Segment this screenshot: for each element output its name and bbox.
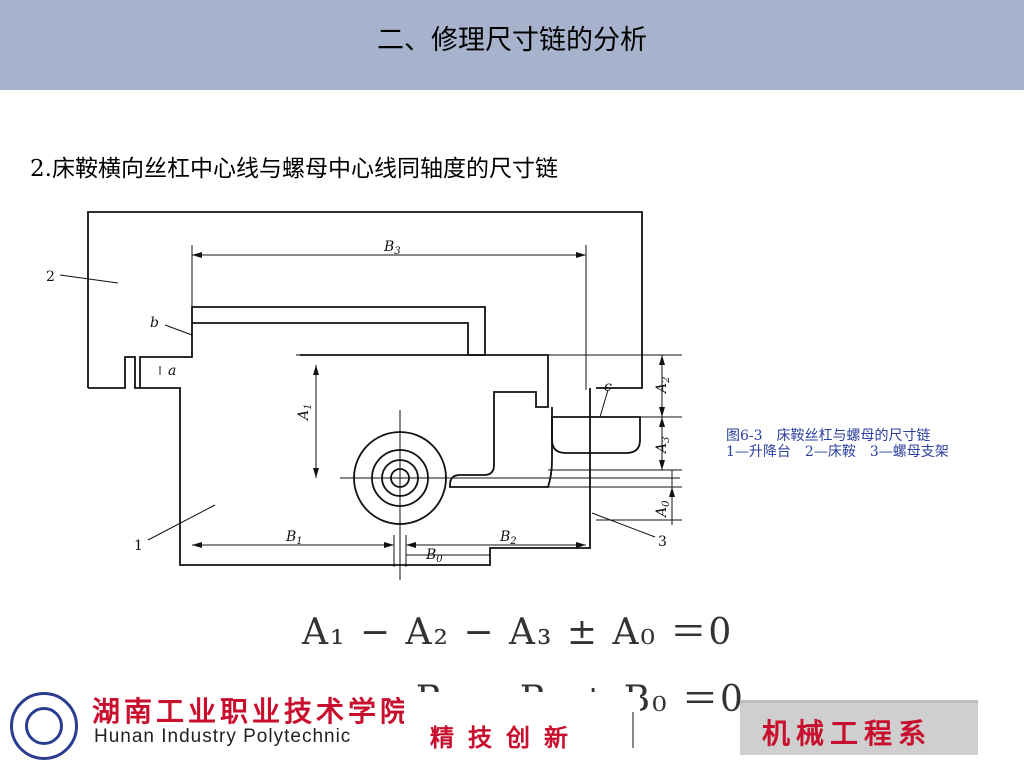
- department-name: 机械工程系: [762, 717, 933, 750]
- dim-b0-label: B0: [425, 547, 443, 565]
- nut-bracket: [551, 416, 641, 454]
- motto-text: 精技创新: [430, 723, 582, 752]
- page-title: 二、修理尺寸链的分析: [377, 25, 647, 56]
- nut-cavity: [300, 354, 553, 488]
- school-logo-banner: 湖南工业职业技术学院 Hunan Industry Polytechnic: [0, 684, 408, 760]
- school-name-cn: 湖南工业职业技术学院: [92, 695, 413, 728]
- part-2-label: 2: [46, 269, 55, 285]
- dim-b1-label: B1: [285, 529, 303, 547]
- caption-legend: 1—升降台 2—床鞍 3—螺母支架: [726, 444, 949, 460]
- table-outline: [88, 356, 591, 566]
- part-1-label: 1: [134, 538, 143, 554]
- header-bar: 二、修理尺寸链的分析: [0, 0, 1024, 90]
- figure-caption: 图6-3 床鞍丝杠与螺母的尺寸链 1—升降台 2—床鞍 3—螺母支架: [726, 428, 984, 460]
- dim-a3-label: A3: [654, 437, 672, 456]
- dim-a0-label: A0: [654, 500, 672, 519]
- school-name-en: Hunan Industry Polytechnic: [94, 726, 352, 747]
- school-seal-icon: [10, 692, 78, 760]
- dim-a2-label: A2: [654, 377, 672, 396]
- guide-rail: [139, 306, 486, 388]
- dim-b3-label: B3: [383, 239, 401, 257]
- saddle-frame: [87, 211, 643, 389]
- label-a: a: [168, 363, 176, 379]
- label-b: b: [150, 315, 159, 331]
- dim-b2-label: B2: [499, 529, 517, 547]
- section-subtitle: 2.床鞍横向丝杠中心线与螺母中心线同轴度的尺寸链: [30, 156, 558, 182]
- dimension-chain-diagram: B3 B1 B2 B0 b a c A1 A2 A3 A0 2 1 3: [46, 211, 682, 580]
- part-3-label: 3: [658, 534, 667, 550]
- caption-title: 图6-3 床鞍丝杠与螺母的尺寸链: [726, 428, 931, 444]
- school-motto: 精技创新: [404, 692, 640, 756]
- formula-a: A₁ − A₂ − A₃ ± A₀ ＝0: [302, 612, 734, 653]
- dim-a1-label: A1: [296, 404, 314, 423]
- divider: [632, 712, 634, 748]
- department-banner: 机械工程系: [740, 700, 978, 755]
- label-c: c: [604, 379, 612, 395]
